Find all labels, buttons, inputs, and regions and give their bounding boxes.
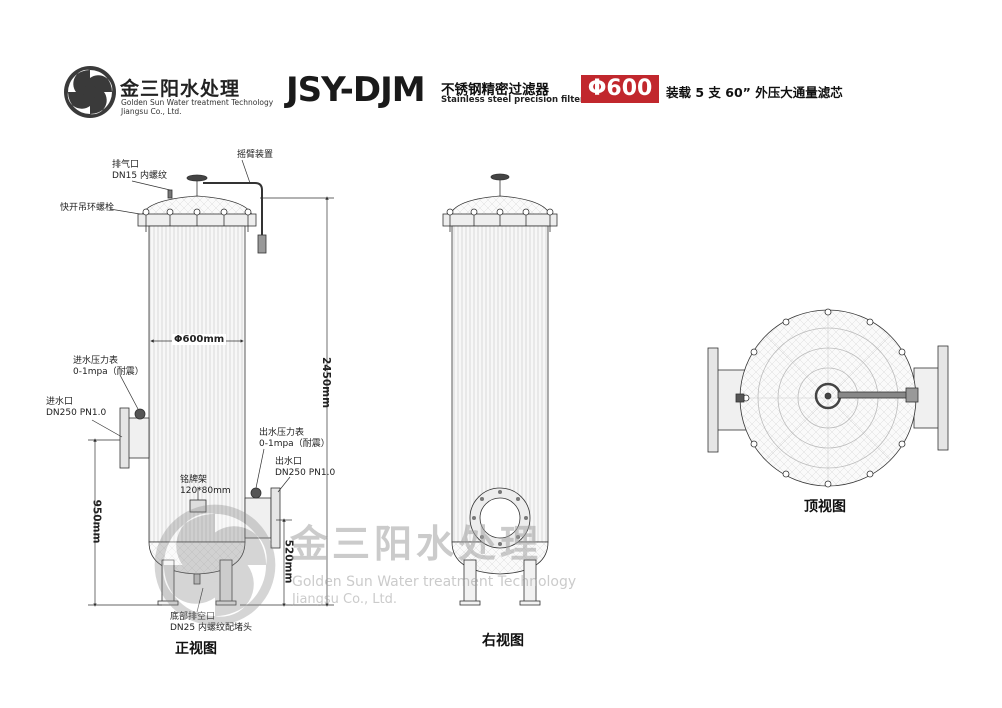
- top-left-flange: [707, 347, 719, 453]
- outlet-label: 出水口 DN250 PN1.0: [275, 457, 336, 478]
- watermark-en-line1: Golden Sun Water treatment Technology: [292, 574, 577, 590]
- side-handwheel: [490, 173, 510, 181]
- nameplate-label: 铭牌架 120*80mm: [180, 475, 231, 496]
- front-outlet-flange: [270, 487, 281, 549]
- front-bolts: [142, 208, 252, 232]
- outlet-gauge-label: 出水压力表 0-1mpa（耐震）: [259, 428, 330, 449]
- size-badge: Φ600: [581, 75, 659, 103]
- top-view-drawing: [707, 308, 949, 488]
- front-outlet-gauge: [250, 487, 262, 499]
- front-shell: [148, 225, 246, 543]
- brand-logo-icon: [64, 66, 116, 118]
- inlet-label: 进水口 DN250 PN1.0: [46, 397, 107, 418]
- front-outlet-pipe: [244, 497, 272, 539]
- brand-name-cn: 金三阳水处理: [120, 78, 241, 100]
- front-view-title: 正视图: [175, 641, 217, 657]
- front-legs: [157, 559, 237, 606]
- model-number: JSY-DJM: [286, 70, 426, 110]
- diameter-label: Φ600mm: [172, 334, 227, 345]
- front-inlet-gauge: [134, 408, 146, 420]
- height-inlet-label: 950mm: [90, 499, 103, 544]
- front-inlet-pipe: [127, 417, 150, 459]
- watermark-en-line2: Jiangsu Co., Ltd.: [292, 592, 397, 607]
- vent-label: 排气口 DN15 内螺纹: [112, 160, 167, 181]
- brand-name-en-line1: Golden Sun Water treatment Technology: [121, 98, 274, 107]
- front-view-drawing: [119, 174, 281, 606]
- side-outlet-flange: [469, 487, 531, 549]
- side-legs: [459, 559, 541, 606]
- front-handwheel: [186, 174, 208, 182]
- front-rocker-arm: [203, 182, 263, 238]
- product-description: 装载 5 支 60” 外压大通量滤芯: [666, 85, 843, 100]
- top-rocker-arm: [837, 391, 915, 399]
- product-name-en: Stainless steel precision filter: [441, 95, 585, 105]
- side-view-drawing: [442, 173, 558, 606]
- front-inlet-flange: [119, 407, 130, 469]
- watermark-logo-icon: [154, 504, 276, 626]
- height-total-label: 2450mm: [320, 356, 333, 409]
- brand-name-en-line2: Jiangsu Co., Ltd.: [121, 107, 182, 116]
- brand-name-en: Golden Sun Water treatment Technology Ji…: [121, 98, 273, 116]
- clamp-bolt-label: 快开吊环螺栓: [60, 203, 115, 213]
- top-bolts: [742, 308, 914, 488]
- top-right-flange: [937, 345, 949, 451]
- drain-label: 底部排空口 DN25 内螺纹配堵头: [170, 612, 252, 633]
- rocker-label: 摇臂装置: [237, 150, 274, 160]
- inlet-gauge-label: 进水压力表 0-1mpa（耐震）: [73, 356, 144, 377]
- product-name-cn: 不锈钢精密过滤器: [441, 82, 549, 98]
- watermark-cn: 金三阳水处理: [290, 522, 543, 566]
- top-view-title: 顶视图: [804, 499, 846, 515]
- side-view-title: 右视图: [482, 633, 524, 649]
